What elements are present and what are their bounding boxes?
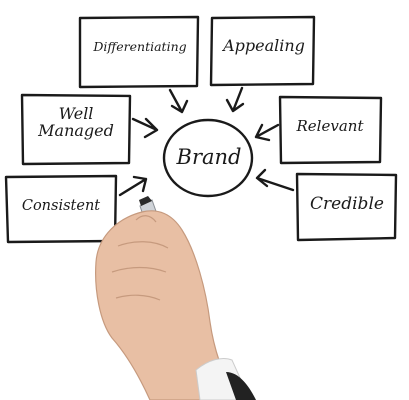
arrow-consistent [118, 175, 148, 197]
jacket-sleeve [226, 372, 256, 400]
consistent-label: Consistent [21, 198, 101, 214]
hand-illustration [95, 196, 256, 400]
brand-label: Brand [176, 145, 242, 169]
arrow-relevant [254, 123, 280, 142]
credible-box [295, 172, 398, 242]
credible-label: Credible [310, 194, 384, 214]
hand [95, 210, 237, 400]
arrow-differentiating [168, 88, 189, 114]
arrow-credible [255, 168, 295, 192]
relevant-label: Relevant [296, 117, 364, 135]
arrow-appealing [225, 86, 245, 113]
differentiating-label: Differentiating [93, 39, 187, 54]
well-managed-box [20, 93, 132, 166]
appealing-label: Appealing [223, 36, 305, 55]
brand-circle [162, 118, 254, 198]
appealing-box [209, 15, 316, 87]
relevant-box [278, 95, 383, 165]
arrow-well-managed [131, 117, 159, 139]
differentiating-box [78, 15, 200, 89]
well-managed-label: Well Managed [38, 104, 114, 140]
